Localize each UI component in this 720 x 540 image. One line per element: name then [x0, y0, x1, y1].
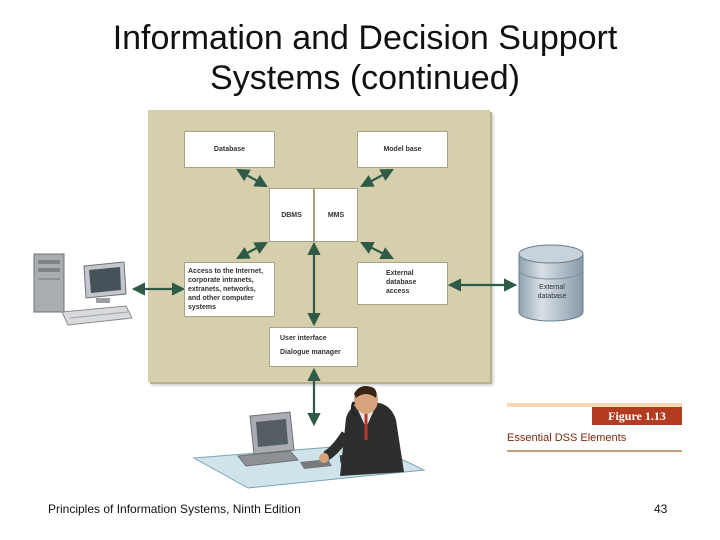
ext-access-line-1: External	[386, 270, 414, 277]
external-database-access-box: External database access	[357, 262, 448, 305]
ext-access-line-2: database	[386, 279, 417, 286]
access-line-1: Access to the Internet,	[188, 268, 264, 275]
slide-title: Information and Decision Support Systems…	[0, 18, 720, 98]
access-line-4: and other computer	[188, 295, 254, 302]
figure-rule-top	[507, 403, 682, 407]
mms-label: MMS	[327, 211, 345, 219]
model-base-box: Model base	[357, 131, 448, 168]
dbms-label: DBMS	[281, 211, 302, 219]
dbms-box: DBMS	[269, 188, 314, 242]
access-line-5: systems	[188, 304, 217, 311]
slide-title-line-1: Information and Decision Support	[112, 19, 618, 57]
computer-workstation-icon	[33, 253, 133, 326]
figure-caption: Essential DSS Elements	[507, 432, 627, 444]
slide-title-line-2: Systems (continued)	[210, 59, 520, 97]
database-box: Database	[184, 131, 275, 168]
page-number: 43	[654, 502, 668, 516]
internet-access-box: Access to the Internet, corporate intran…	[184, 262, 275, 317]
database-label: Database	[213, 146, 246, 153]
access-line-3: extranets, networks,	[188, 286, 256, 293]
footer-source: Principles of Information Systems, Ninth…	[48, 502, 301, 516]
ext-db-line-2: database	[537, 293, 567, 300]
model-base-label: Model base	[383, 146, 422, 153]
user-interface-box: User interface Dialogue manager	[269, 327, 358, 367]
mms-box: MMS	[314, 188, 358, 242]
figure-rule-bottom	[507, 450, 682, 452]
ext-db-line-1: External	[539, 284, 565, 291]
businessman-at-desk-icon	[192, 386, 426, 489]
ui-line-2: Dialogue manager	[280, 349, 341, 356]
ext-access-line-3: access	[386, 288, 410, 295]
external-database-cylinder-icon	[518, 244, 584, 322]
figure-number: Figure 1.13	[592, 407, 682, 425]
ui-line-1: User interface	[280, 335, 327, 342]
access-line-2: corporate intranets,	[188, 277, 254, 284]
external-database-label: External database	[520, 283, 584, 301]
